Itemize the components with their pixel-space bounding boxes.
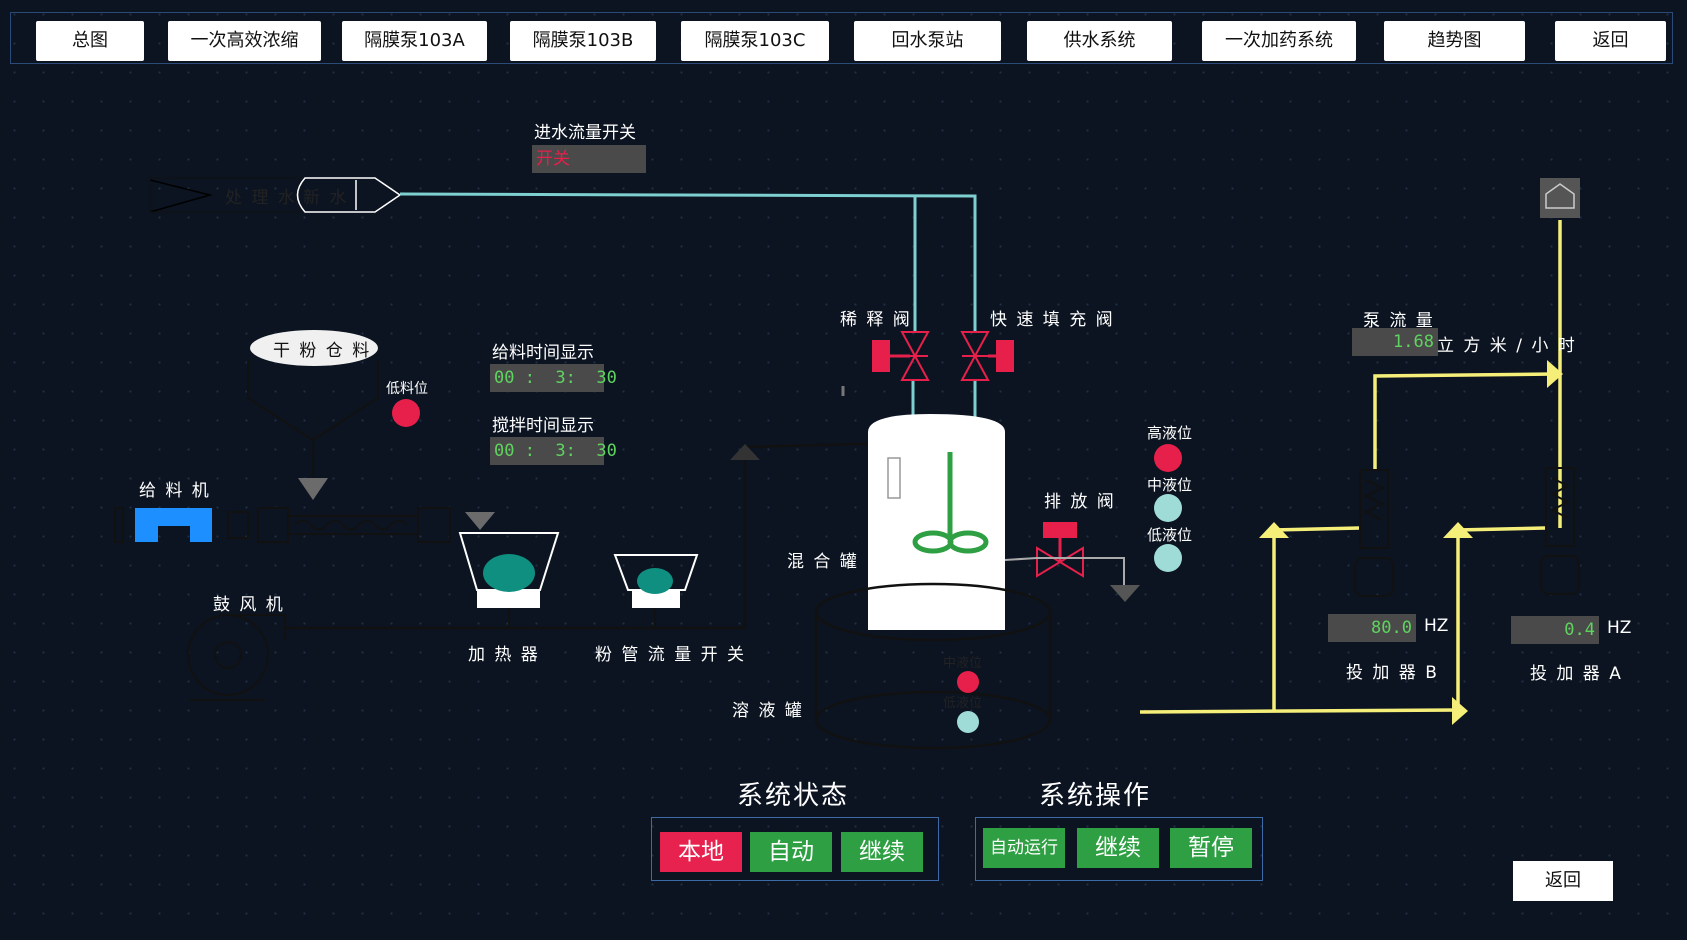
system-ops-title: 系统操作 [1039, 781, 1152, 811]
fresh-water-label: 新 水 [303, 188, 349, 208]
system-ops-panel: 自动运行 继续 暂停 [975, 817, 1263, 881]
dilution-valve-label: 稀 释 阀 [840, 310, 912, 330]
dosing-arrow-right-icon [1452, 697, 1468, 725]
water-switch-value[interactable]: 开关 [532, 145, 646, 173]
bin-low-level-indicator [392, 399, 420, 427]
stir-time-title: 搅拌时间显示 [492, 416, 594, 436]
doser-b-label: 投 加 器 B [1346, 663, 1439, 683]
powder-bin-label: 干 粉 仓 料 [273, 341, 372, 361]
feed-time-value: 00 : 3: 30 [490, 364, 617, 392]
blower-label: 鼓 风 机 [213, 595, 285, 615]
low-level-indicator [1154, 544, 1182, 572]
mixing-tank-label: 混 合 罐 [787, 552, 859, 572]
blower-icon [187, 614, 286, 701]
water-switch-title: 进水流量开关 [534, 123, 636, 143]
dilution-valve-icon[interactable] [872, 331, 930, 381]
fast-fill-valve-icon[interactable] [960, 331, 1014, 381]
powder-flow-switch-hopper [613, 554, 699, 628]
drain-valve-label: 排 放 阀 [1044, 492, 1116, 512]
bin-outlet-arrow-icon [298, 478, 328, 500]
nav-pump-103b-button[interactable]: 隔膜泵103B [510, 21, 656, 61]
nav-dosing-system-button[interactable]: 一次加药系统 [1202, 21, 1356, 61]
high-level-indicator [1154, 444, 1182, 472]
pause-button[interactable]: 暂停 [1170, 828, 1252, 868]
stir-time-value: 00 : 3: 30 [490, 437, 617, 465]
treated-water-label: 处 理 水 [225, 188, 297, 208]
ops-continue-button[interactable]: 继续 [1077, 828, 1159, 868]
powder-bin [247, 360, 379, 478]
air-line-arrow-icon [730, 444, 760, 460]
doser-b-frequency: 80.0 [1328, 614, 1416, 642]
outlet-home-icon[interactable] [1540, 178, 1580, 218]
mid-level-indicator [1154, 494, 1182, 522]
status-continue-button[interactable]: 继续 [841, 832, 923, 872]
heater-hopper [458, 532, 560, 628]
air-line [285, 442, 902, 630]
dosing-arrow-up-b-icon [1259, 522, 1289, 538]
nav-overview-button[interactable]: 总图 [36, 21, 144, 61]
solution-tank-label: 溶 液 罐 [732, 701, 804, 721]
nav-return-pump-station-button[interactable]: 回水泵站 [854, 21, 1001, 61]
powder-bin-label-bg [250, 330, 378, 366]
screw-conveyor [114, 507, 451, 543]
low-level-label: 低液位 [1147, 526, 1193, 544]
mixing-tank [868, 414, 1005, 630]
system-status-panel: 本地 自动 继续 [651, 817, 939, 881]
nav-water-supply-button[interactable]: 供水系统 [1027, 21, 1172, 61]
dosing-arrow-merge-icon [1547, 360, 1563, 388]
solution-tank [814, 582, 1052, 750]
doser-b-unit: HZ [1424, 616, 1449, 636]
feeder-label: 给 料 机 [139, 481, 211, 501]
nav-concentration-button[interactable]: 一次高效浓缩 [168, 21, 321, 61]
top-navigation-bar: 总图 一次高效浓缩 隔膜泵103A 隔膜泵103B 隔膜泵103C 回水泵站 供… [10, 12, 1673, 64]
drain-arrow-icon [1110, 585, 1140, 602]
local-mode-button[interactable]: 本地 [660, 832, 742, 872]
doser-a-icon [1540, 467, 1580, 595]
doser-b-icon [1354, 469, 1394, 597]
auto-mode-button[interactable]: 自动 [750, 832, 832, 872]
solution-low-level-label: 低液位 [943, 696, 983, 711]
powder-flow-switch-label: 粉 管 流 量 开 关 [595, 645, 747, 665]
drain-valve-icon[interactable] [1036, 522, 1084, 578]
pump-flow-value: 1.68 [1352, 328, 1438, 356]
feeder-motor-icon [135, 508, 212, 542]
nav-back-button[interactable]: 返回 [1555, 21, 1666, 61]
solution-low-level-indicator [957, 711, 979, 733]
heater-label: 加 热 器 [468, 645, 540, 665]
dosing-arrow-up-a-icon [1443, 522, 1473, 538]
fresh-water-inlet [296, 177, 402, 213]
feed-time-title: 给料时间显示 [492, 343, 594, 363]
back-button[interactable]: 返回 [1513, 861, 1613, 901]
auto-run-button[interactable]: 自动运行 [983, 828, 1065, 868]
pump-flow-title: 泵 流 量 [1363, 311, 1435, 331]
nav-pump-103c-button[interactable]: 隔膜泵103C [681, 21, 829, 61]
bin-low-level-label: 低料位 [386, 381, 428, 397]
fast-fill-valve-label: 快 速 填 充 阀 [990, 310, 1115, 330]
doser-a-frequency: 0.4 [1511, 616, 1599, 644]
solution-mid-level-label: 中液位 [943, 656, 983, 671]
doser-a-unit: HZ [1607, 618, 1632, 638]
nav-pump-103a-button[interactable]: 隔膜泵103A [342, 21, 487, 61]
drain-pipe [1004, 557, 1125, 585]
high-level-label: 高液位 [1147, 424, 1193, 442]
nav-trend-button[interactable]: 趋势图 [1384, 21, 1525, 61]
doser-a-label: 投 加 器 A [1530, 664, 1623, 684]
feeder-outlet-arrow-icon [465, 512, 495, 530]
solution-mid-level-indicator [957, 671, 979, 693]
pump-flow-unit: 立 方 米 / 小 时 [1437, 336, 1577, 356]
system-status-title: 系统状态 [737, 781, 850, 811]
mid-level-label: 中液位 [1147, 476, 1193, 494]
